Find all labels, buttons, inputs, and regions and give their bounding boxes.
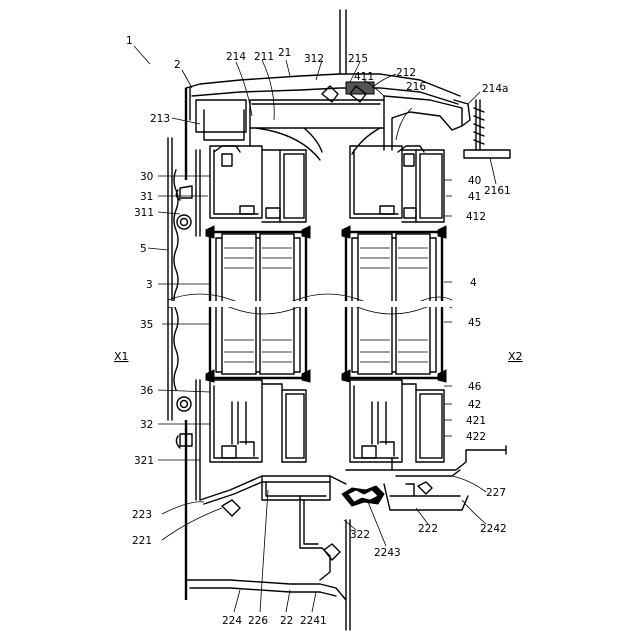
label-45: 45	[468, 317, 481, 329]
label-42: 42	[468, 399, 481, 411]
label-30: 30	[140, 171, 153, 183]
label-x2: X2	[508, 350, 523, 363]
label-422: 422	[466, 431, 486, 443]
label-2: 2	[174, 59, 181, 71]
label-222: 222	[418, 523, 438, 535]
label-211: 211	[254, 51, 274, 63]
label-32: 32	[140, 419, 153, 431]
label-321: 321	[134, 455, 154, 467]
label-2243: 2243	[374, 547, 401, 559]
label-311: 311	[134, 207, 154, 219]
label-3: 3	[146, 279, 153, 291]
label-421: 421	[466, 415, 486, 427]
label-322: 322	[350, 529, 370, 541]
label-36: 36	[140, 385, 154, 397]
label-215: 215	[348, 53, 368, 65]
label-4: 4	[470, 277, 477, 289]
label-2241: 2241	[300, 615, 327, 627]
label-1: 1	[126, 35, 133, 47]
label-x1: X1	[114, 350, 129, 363]
label-40: 40	[468, 175, 481, 187]
label-5: 5	[140, 243, 147, 255]
label-221: 221	[132, 535, 152, 547]
label-46: 46	[468, 381, 482, 393]
label-226: 226	[248, 615, 268, 627]
bottom-frame-22	[186, 446, 506, 630]
label-214a: 214a	[482, 83, 508, 95]
label-2161: 2161	[484, 185, 511, 197]
label-412: 412	[466, 211, 486, 223]
label-31: 31	[140, 191, 153, 203]
left-jamb-members	[168, 138, 200, 500]
label-312: 312	[304, 53, 324, 65]
label-223: 223	[132, 509, 152, 521]
label-2242: 2242	[480, 523, 507, 535]
label-216: 216	[406, 81, 426, 93]
label-224: 224	[222, 615, 242, 627]
label-214: 214	[226, 51, 246, 63]
label-22: 22	[280, 615, 293, 627]
label-227: 227	[486, 487, 506, 499]
label-41: 41	[468, 191, 481, 203]
label-35: 35	[140, 319, 153, 331]
label-21: 21	[278, 47, 291, 59]
label-212: 212	[396, 67, 416, 79]
label-213: 213	[150, 113, 170, 125]
label-411: 411	[354, 71, 374, 83]
